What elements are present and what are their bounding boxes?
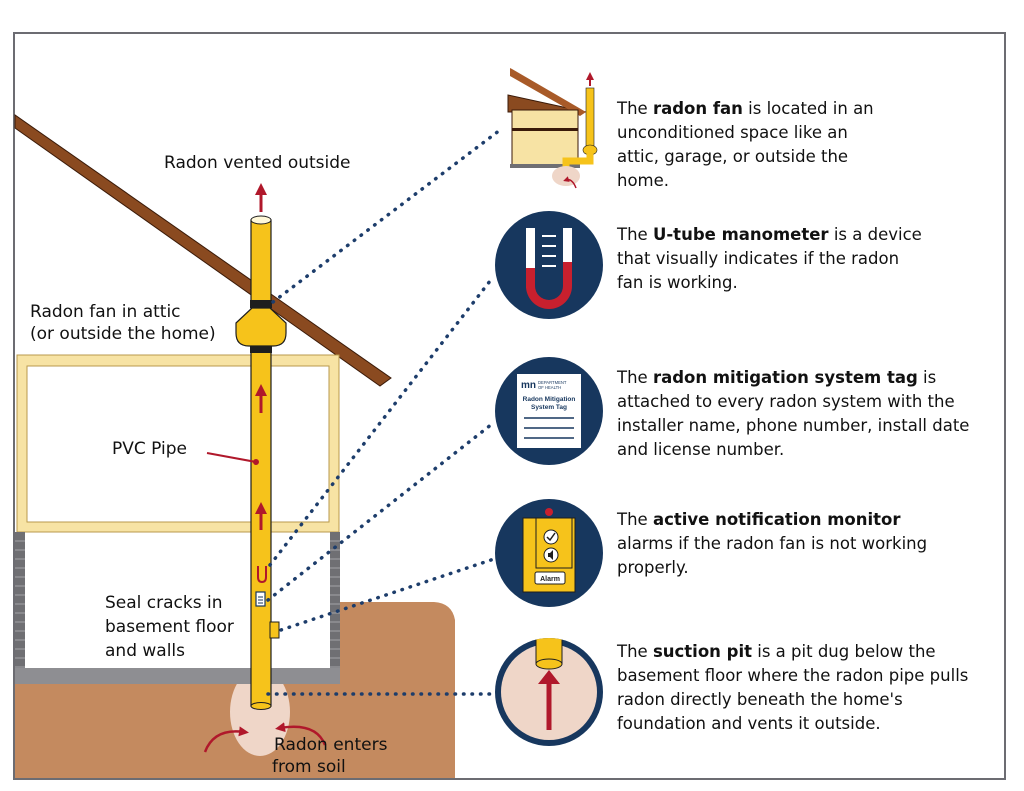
- tag-logo: mn: [521, 380, 536, 391]
- basement-wall-left: [15, 532, 25, 668]
- upper-room: [26, 365, 330, 523]
- connector-monitor: [279, 557, 496, 632]
- radon-fan: [235, 307, 287, 347]
- radon-enters-arrow-right: [275, 722, 327, 746]
- callout-term: radon fan: [652, 99, 743, 118]
- connector-fan: [271, 128, 502, 304]
- radon-enters-arrow-left: [203, 726, 249, 753]
- label-radon-enters-line2: from soil: [272, 757, 346, 777]
- connector-manometer: [268, 279, 492, 567]
- callout-radon-fan: The radon fan is located in an unconditi…: [617, 97, 887, 193]
- callout-text-prefix: The: [617, 642, 653, 661]
- wall-alarm-monitor: [269, 621, 280, 639]
- pipe-top-opening: [250, 215, 272, 225]
- label-seal-line1: Seal cracks in: [105, 593, 223, 613]
- callout-text-prefix: The: [617, 510, 653, 529]
- label-seal-line3: and walls: [105, 641, 186, 661]
- label-radon-vented: Radon vented outside: [164, 153, 351, 173]
- tag-dept-line2: OF HEALTH: [538, 385, 561, 390]
- u-tube-manometer-icon: [495, 211, 603, 319]
- callout-term: U-tube manometer: [652, 225, 829, 244]
- house-with-fan-icon: [507, 68, 598, 189]
- tag-dept-line1: DEPARTMENT: [538, 380, 567, 385]
- callout-text-suffix: is attached to every radon system with t…: [617, 368, 970, 459]
- callout-notification-monitor: The active notification monitor alarms i…: [617, 508, 957, 580]
- alarm-button-label: Alarm: [540, 576, 560, 583]
- callout-text-suffix: is a pit dug below the basement floor wh…: [617, 642, 969, 733]
- suction-pit-icon: [495, 638, 603, 746]
- callout-term: active notification monitor: [652, 510, 901, 529]
- callout-suction-pit: The suction pit is a pit dug below the b…: [617, 640, 977, 736]
- label-pvc-pipe: PVC Pipe: [112, 439, 188, 459]
- basement-floor-slab: [15, 668, 340, 684]
- tag-title-line1: Radon Mitigation: [523, 396, 576, 403]
- callout-text-prefix: The: [617, 368, 653, 387]
- pipe-system-tag: [255, 591, 266, 607]
- callout-system-tag: The radon mitigation system tag is attac…: [617, 366, 979, 462]
- callout-term: radon mitigation system tag: [652, 368, 918, 387]
- label-radon-enters-line1: Radon enters: [274, 735, 388, 755]
- tag-title-line2: System Tag: [531, 404, 567, 411]
- basement-wall-right: [330, 532, 340, 668]
- fan-band-bottom: [250, 346, 272, 353]
- callout-text-prefix: The: [617, 225, 653, 244]
- callout-text-suffix: alarms if the radon fan is not working p…: [617, 534, 928, 577]
- callout-text-suffix: is located in an unconditioned space lik…: [617, 99, 874, 190]
- system-tag-icon: mn DEPARTMENT OF HEALTH Radon Mitigation…: [495, 357, 603, 465]
- callout-term: suction pit: [652, 642, 753, 661]
- pipe-manometer: [257, 566, 267, 584]
- callout-text-suffix: is a device that visually indicates if t…: [617, 225, 922, 292]
- connector-tag: [266, 422, 494, 602]
- label-fan-attic-line1: Radon fan in attic: [30, 302, 181, 322]
- callout-u-tube-manometer: The U-tube manometer is a device that vi…: [617, 223, 922, 295]
- pipe-bottom-opening: [250, 702, 272, 710]
- label-fan-attic-line2: (or outside the home): [30, 324, 216, 344]
- diagram-frame: [13, 32, 1006, 780]
- label-seal-line2: basement floor: [105, 617, 234, 637]
- callout-text-prefix: The: [617, 99, 653, 118]
- pvc-pointer-line: [206, 452, 257, 463]
- alarm-monitor-icon: Alarm: [495, 499, 603, 607]
- fan-band-top: [250, 300, 272, 308]
